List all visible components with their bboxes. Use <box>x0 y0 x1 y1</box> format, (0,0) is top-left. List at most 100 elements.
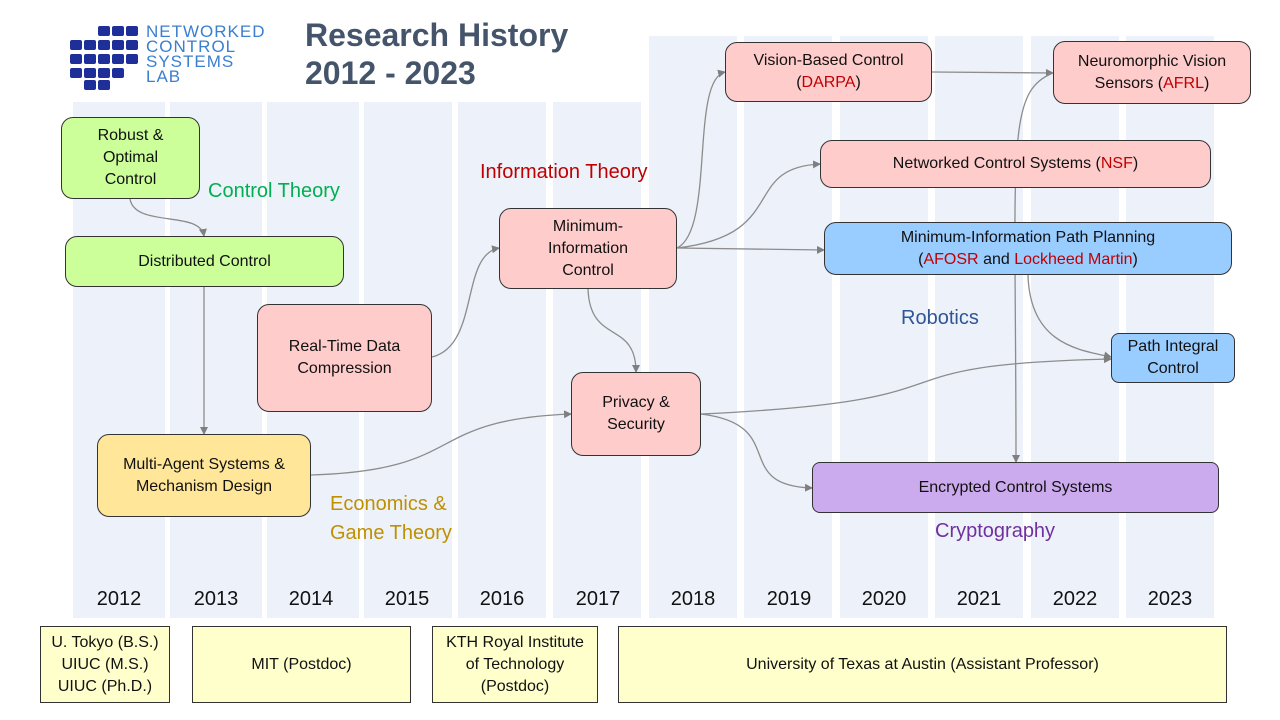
arrow-privacy-to-pic <box>700 355 1112 415</box>
year-label: 2013 <box>193 588 239 610</box>
year-column-2021 <box>935 36 1023 618</box>
institution-label: (Postdoc) <box>480 677 550 695</box>
topic-sponsor-line: Networked Control Systems (NSF) <box>892 155 1139 172</box>
lab-logo-text: NETWORKED CONTROL SYSTEMS LAB <box>146 22 266 86</box>
arrow-mipp-to-pic <box>1027 274 1112 360</box>
logo-line: CONTROL <box>146 37 237 56</box>
arrow-vision-to-neuro <box>931 68 1054 77</box>
arrow-robust-to-distributed <box>129 198 207 237</box>
topic-label: Minimum- <box>552 217 624 235</box>
institution-label: MIT (Postdoc) <box>251 655 352 673</box>
topic-sponsor-line: (AFOSR and Lockheed Martin) <box>918 250 1138 268</box>
topic-label: Sensors ( <box>1094 74 1164 92</box>
topic-label: Optimal <box>102 149 159 166</box>
year-column-2016 <box>458 102 546 618</box>
institution-label: KTH Royal Institute <box>446 633 584 651</box>
arrow-realtime-to-mininfo <box>431 245 500 358</box>
topic-sponsor-line: (DARPA) <box>796 74 861 91</box>
institution-ut-austin: University of Texas at Austin (Assistant… <box>618 626 1227 703</box>
topic-label: Control <box>1147 360 1199 377</box>
year-column-2019 <box>744 36 832 618</box>
topic-label: Compression <box>297 360 392 377</box>
year-label: 2021 <box>956 588 1002 610</box>
page-title: Research History 2012 - 2023 <box>305 16 568 92</box>
institution-mit: MIT (Postdoc) <box>192 626 411 703</box>
topic-label: Robust & <box>97 127 164 144</box>
topic-neuromorphic-vision-sensors: Neuromorphic Vision Sensors (AFRL) <box>1053 41 1251 104</box>
topic-minimum-information-path-planning: Minimum-Information Path Planning (AFOSR… <box>824 222 1232 275</box>
topic-label: Networked Control Systems ( <box>892 155 1101 172</box>
sponsor-label: DARPA <box>801 74 856 91</box>
year-label: 2020 <box>861 588 907 610</box>
institution-label: UIUC (Ph.D.) <box>57 677 153 695</box>
area-label: Game Theory <box>330 522 452 544</box>
logo-line: NETWORKED <box>146 22 266 41</box>
institution-label: of Technology <box>465 655 565 673</box>
topic-label: Neuromorphic Vision <box>1077 52 1227 70</box>
area-economics-game-theory: Economics & Game Theory <box>330 490 452 548</box>
topic-label: Control <box>104 171 157 188</box>
topic-label: Control <box>562 261 614 279</box>
topic-encrypted-control-systems: Encrypted Control Systems <box>812 462 1219 513</box>
topic-privacy-security: Privacy & Security <box>571 372 701 456</box>
area-label: Economics & <box>330 493 447 515</box>
area-robotics: Robotics <box>901 307 979 329</box>
sponsor-label: NSF <box>1100 155 1133 172</box>
year-label: 2017 <box>575 588 621 610</box>
institution-kth: KTH Royal Institute of Technology (Postd… <box>432 626 598 703</box>
arrow-mininfo-to-privacy <box>587 288 640 373</box>
area-cryptography: Cryptography <box>935 520 1056 542</box>
topic-label: Real-Time Data <box>288 338 401 355</box>
year-label: 2023 <box>1147 588 1193 610</box>
topic-label: and <box>983 250 1010 268</box>
arrow-mas-to-privacy <box>310 410 572 476</box>
logo-line: LAB <box>146 67 182 86</box>
topic-label: Vision-Based Control <box>753 52 904 69</box>
year-label: 2015 <box>384 588 430 610</box>
year-label: 2019 <box>766 588 812 610</box>
arrow-privacy-to-ecs <box>700 413 813 492</box>
topic-sponsor-line: Sensors (AFRL) <box>1094 74 1210 92</box>
institution-label: UIUC (M.S.) <box>61 655 149 673</box>
lab-logo-icon <box>70 26 138 90</box>
area-information-theory: Information Theory <box>480 161 648 183</box>
area-control-theory: Control Theory <box>208 180 340 202</box>
topic-networked-control-systems: Networked Control Systems (NSF) <box>820 140 1211 188</box>
sponsor-label: AFOSR <box>923 250 979 268</box>
arrow-mininfo-to-ncs <box>676 160 821 249</box>
topic-label: Minimum-Information Path Planning <box>900 228 1156 246</box>
topic-multi-agent-systems: Multi-Agent Systems & Mechanism Design <box>97 434 311 517</box>
institution-tokyo-uiuc: U. Tokyo (B.S.) UIUC (M.S.) UIUC (Ph.D.) <box>40 626 170 703</box>
topic-real-time-data-compression: Real-Time Data Compression <box>257 304 432 412</box>
topic-path-integral-control: Path Integral Control <box>1111 333 1235 383</box>
topic-label: Path Integral <box>1127 338 1219 355</box>
year-label: 2014 <box>288 588 334 610</box>
topic-label: Mechanism Design <box>135 477 273 495</box>
topic-distributed-control: Distributed Control <box>65 236 344 287</box>
year-label: 2016 <box>479 588 525 610</box>
title-line: 2012 - 2023 <box>305 55 476 91</box>
topic-label: Distributed Control <box>138 252 271 270</box>
year-column-2017 <box>553 102 641 618</box>
institution-label: U. Tokyo (B.S.) <box>51 633 159 651</box>
topic-label: Multi-Agent Systems & <box>123 455 285 473</box>
topic-label: Privacy & <box>602 394 670 411</box>
topic-label: Security <box>607 416 665 433</box>
year-column-2023 <box>1126 36 1214 618</box>
topic-label: Information <box>547 239 629 257</box>
topic-robust-optimal-control: Robust & Optimal Control <box>61 117 200 199</box>
sponsor-label: Lockheed Martin <box>1014 250 1133 268</box>
year-label: 2022 <box>1052 588 1098 610</box>
sponsor-label: AFRL <box>1163 74 1205 92</box>
year-label: 2012 <box>96 588 142 610</box>
year-column-2022 <box>1031 36 1119 618</box>
topic-vision-based-control: Vision-Based Control (DARPA) <box>725 42 932 102</box>
topic-minimum-information-control: Minimum- Information Control <box>499 208 677 289</box>
logo-line: SYSTEMS <box>146 52 235 71</box>
year-column-2018 <box>649 36 737 618</box>
arrow-mininfo-to-mipp <box>676 245 825 254</box>
arrow-mininfo-to-vision <box>676 69 726 249</box>
year-column-2020 <box>840 36 928 618</box>
title-line: Research History <box>305 17 569 53</box>
